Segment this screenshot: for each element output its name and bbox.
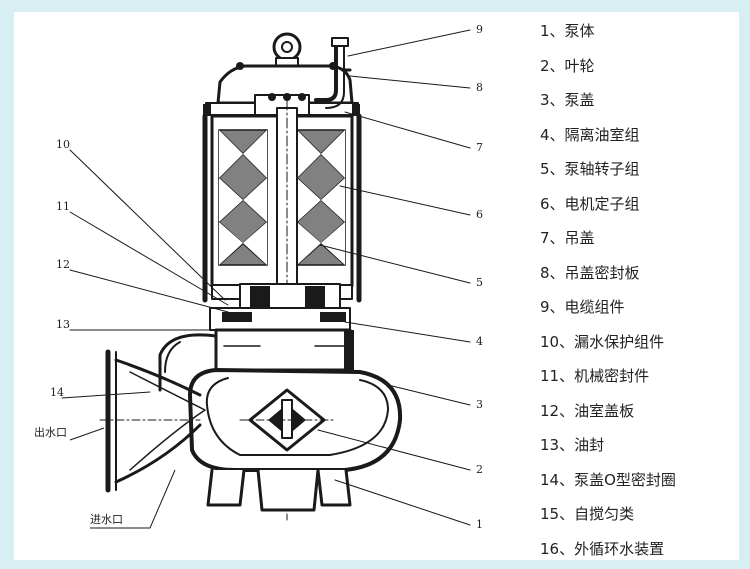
lifting-eye xyxy=(272,32,302,69)
legend-item: 1、泵体 xyxy=(540,22,595,40)
legend-item: 12、油室盖板 xyxy=(540,401,635,420)
callout-13: 13 xyxy=(56,318,70,331)
side-casing xyxy=(158,333,218,392)
legend-item: 6、电机定子组 xyxy=(540,194,640,213)
discharge-outlet xyxy=(99,349,206,493)
legend-item: 7、吊盖 xyxy=(540,229,595,247)
callout-2: 2 xyxy=(476,463,483,476)
parts-legend: 1、泵体 2、叶轮 3、泵盖 4、隔离油室组 5、泵轴转子组 6、电机定子组 7… xyxy=(540,14,740,566)
callout-14: 14 xyxy=(50,386,64,399)
legend-item: 10、漏水保护组件 xyxy=(540,332,665,351)
legend-item: 11、机械密封件 xyxy=(540,367,650,385)
impeller xyxy=(239,388,337,452)
callout-11: 11 xyxy=(56,200,70,213)
legend-item: 14、泵盖O型密封圈 xyxy=(540,470,676,489)
callout-7: 7 xyxy=(476,141,483,154)
legend-item: 3、泵盖 xyxy=(540,91,595,109)
legend-item: 5、泵轴转子组 xyxy=(540,160,640,178)
legend-item: 16、外循环水装置 xyxy=(540,539,665,558)
cable-assembly xyxy=(314,37,349,109)
legend-item: 2、叶轮 xyxy=(540,56,595,75)
inlet-label: 进水口 xyxy=(90,513,123,526)
callout-numbers: 9 8 7 6 5 4 3 2 1 10 11 12 13 14 出水口 进水口 xyxy=(34,23,483,531)
callout-10: 10 xyxy=(56,138,70,151)
label-leaders xyxy=(69,427,176,529)
callout-9: 9 xyxy=(476,23,483,36)
legend-item: 4、隔离油室组 xyxy=(540,125,640,144)
legend-item: 15、自搅匀类 xyxy=(540,505,635,523)
outlet-label: 出水口 xyxy=(34,425,67,439)
callout-1: 1 xyxy=(476,518,483,531)
legend-item: 9、电缆组件 xyxy=(540,298,625,316)
callout-12: 12 xyxy=(56,258,70,271)
callout-8: 8 xyxy=(476,81,483,94)
callout-6: 6 xyxy=(476,208,483,221)
callout-5: 5 xyxy=(476,276,483,289)
stator-windings xyxy=(218,129,346,266)
legend-item: 8、吊盖密封板 xyxy=(540,263,640,282)
callout-3: 3 xyxy=(476,398,483,411)
leader-lines xyxy=(61,29,471,526)
oil-chamber xyxy=(209,283,354,372)
legend-item: 13、油封 xyxy=(540,436,605,454)
callout-4: 4 xyxy=(476,335,483,348)
figure-panel xyxy=(14,12,739,560)
